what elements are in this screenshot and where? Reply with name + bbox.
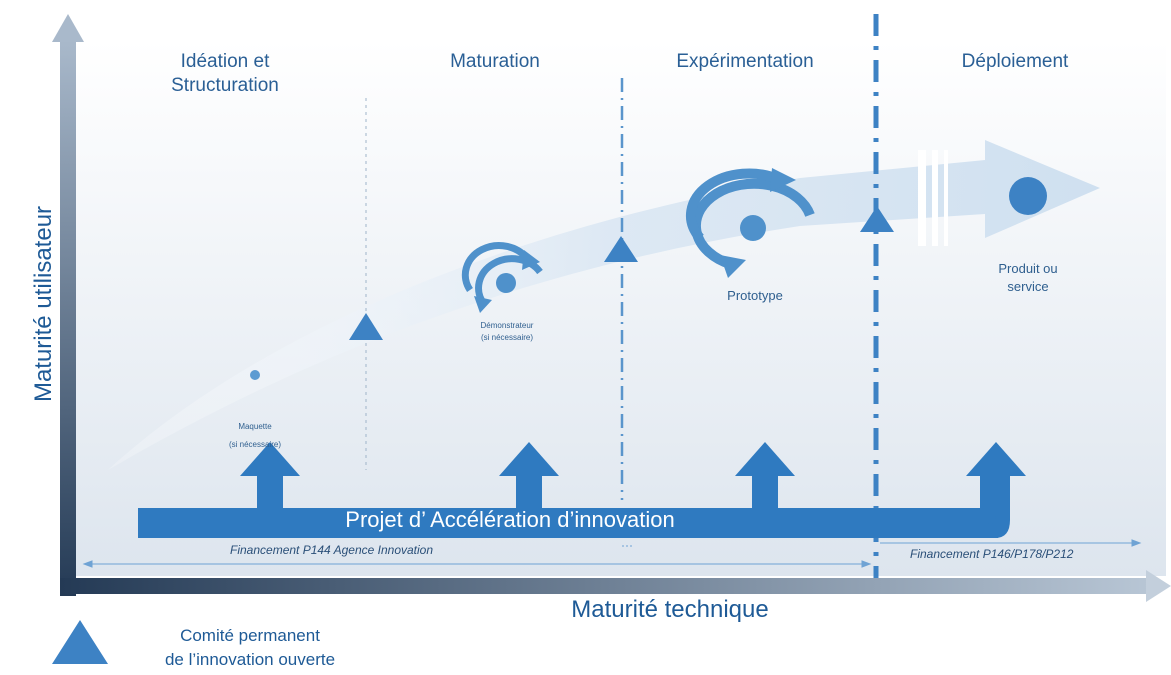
maturity-flow-arrow <box>108 140 1100 470</box>
phase-experimentation-label: Expérimentation <box>676 51 814 72</box>
funding-left-label: Financement P144 Agence Innovation <box>230 543 434 557</box>
funding-bracket-left <box>82 560 872 568</box>
legend-label: Comité permanent de l’innovation ouverte <box>130 624 370 672</box>
phase-ideation-line2: Structuration <box>171 75 279 96</box>
flow-arrow-gaps <box>918 150 948 246</box>
prototype-cycle-icon <box>685 168 815 278</box>
funding-bracket-right <box>880 539 1142 547</box>
phase-maturation: Maturation <box>410 50 580 74</box>
stage-produit-line1: Produit ou <box>998 261 1058 276</box>
phase-ideation: Idéation et Structuration <box>140 50 310 98</box>
project-acceleration-arrow <box>138 442 1026 538</box>
legend-line2: de l’innovation ouverte <box>164 650 336 669</box>
comite-triangle-1 <box>349 313 383 340</box>
maquette-dot <box>250 370 260 380</box>
project-label: Projet d’ Accélération d’innovation <box>345 507 675 532</box>
phase-deploiement: Déploiement <box>930 50 1100 74</box>
legend-triangle-icon <box>52 620 108 664</box>
stage-demonstrateur-line2: (si nécessaire) <box>480 333 533 342</box>
stage-prototype: Prototype <box>705 287 805 305</box>
stage-maquette-line2: (si nécessaire) <box>228 440 281 449</box>
phase-deploiement-label: Déploiement <box>961 51 1069 72</box>
demonstrateur-cycle-icon <box>461 242 543 313</box>
comite-triangle-2 <box>604 236 638 262</box>
stage-maquette: Maquette (si nécessaire) <box>200 421 310 451</box>
legend-line1: Comité permanent <box>180 626 320 645</box>
stage-demonstrateur: Démonstrateur (si nécessaire) <box>452 320 562 344</box>
phase-ideation-line1: Idéation et <box>180 51 270 72</box>
x-axis-label: Maturité technique <box>571 596 769 623</box>
y-axis <box>60 40 76 596</box>
phase-experimentation: Expérimentation <box>650 50 840 74</box>
x-axis-arrowhead <box>1146 570 1171 602</box>
y-axis-arrowhead <box>52 14 84 42</box>
phase-maturation-label: Maturation <box>450 51 540 72</box>
stage-prototype-label: Prototype <box>727 288 783 303</box>
comite-triangle-3 <box>860 206 894 232</box>
y-axis-label: Maturité utilisateur <box>30 205 57 403</box>
funding-right-label: Financement P146/P178/P212 <box>910 547 1074 561</box>
produit-dot <box>1009 177 1047 215</box>
x-axis <box>60 578 1150 594</box>
stage-demonstrateur-line1: Démonstrateur <box>480 321 534 330</box>
stage-produit: Produit ou service <box>968 260 1088 296</box>
stage-produit-line2: service <box>1007 279 1049 294</box>
stage-maquette-line1: Maquette <box>238 422 272 431</box>
